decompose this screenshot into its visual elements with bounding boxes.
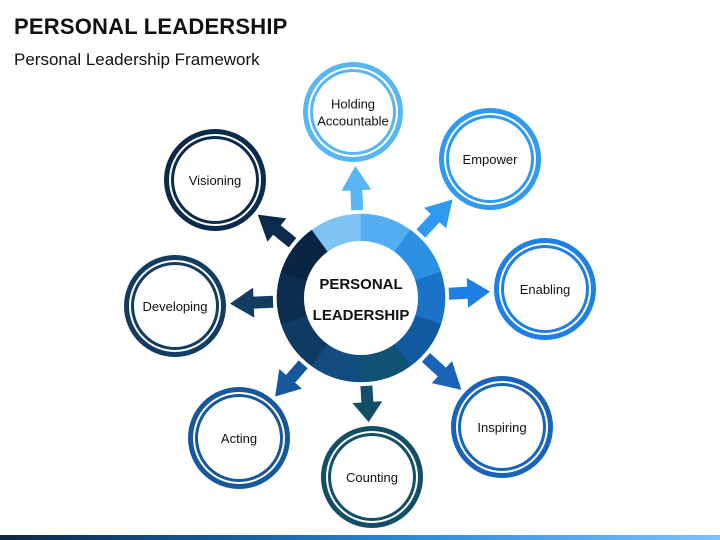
- page-title: PERSONAL LEADERSHIP: [14, 14, 288, 39]
- node-visioning: Visioning: [164, 129, 266, 231]
- bottom-accent-bar: [0, 535, 720, 540]
- arrow-to-developing: [229, 287, 274, 318]
- node-label-visioning: Visioning: [189, 173, 242, 188]
- node-label-developing: Developing: [142, 299, 207, 314]
- center-disc: [304, 241, 418, 355]
- node-label-enabling: Enabling: [520, 282, 571, 297]
- arrow-to-enabling: [448, 277, 491, 308]
- node-label-holding-accountable: Accountable: [317, 114, 389, 129]
- ring-segment: [414, 271, 446, 325]
- arrow-to-visioning: [257, 214, 297, 248]
- center-ring: [276, 213, 446, 383]
- node-inspiring: Inspiring: [451, 376, 553, 478]
- node-label-inspiring: Inspiring: [477, 420, 526, 435]
- node-empower: Empower: [439, 108, 541, 210]
- arrow-to-inspiring: [421, 352, 462, 390]
- arrow-to-holding-accountable: [341, 165, 372, 211]
- node-label-acting: Acting: [221, 431, 257, 446]
- arrow-to-acting: [275, 360, 308, 397]
- arrow-to-counting: [352, 385, 383, 423]
- arrow-to-empower: [416, 199, 453, 238]
- node-label-empower: Empower: [463, 152, 519, 167]
- node-enabling: Enabling: [494, 238, 596, 340]
- arrows: [229, 165, 491, 423]
- node-label-counting: Counting: [346, 470, 398, 485]
- ring-segment: [276, 271, 308, 325]
- center-label-line2: LEADERSHIP: [313, 307, 410, 324]
- nodes: HoldingAccountableEmpowerEnablingInspiri…: [124, 62, 596, 528]
- page-subtitle: Personal Leadership Framework: [14, 50, 260, 69]
- node-label-holding-accountable: Holding: [331, 97, 375, 112]
- node-acting: Acting: [188, 387, 290, 489]
- center-label-line1: PERSONAL: [319, 276, 402, 293]
- node-counting: Counting: [321, 426, 423, 528]
- node-developing: Developing: [124, 255, 226, 357]
